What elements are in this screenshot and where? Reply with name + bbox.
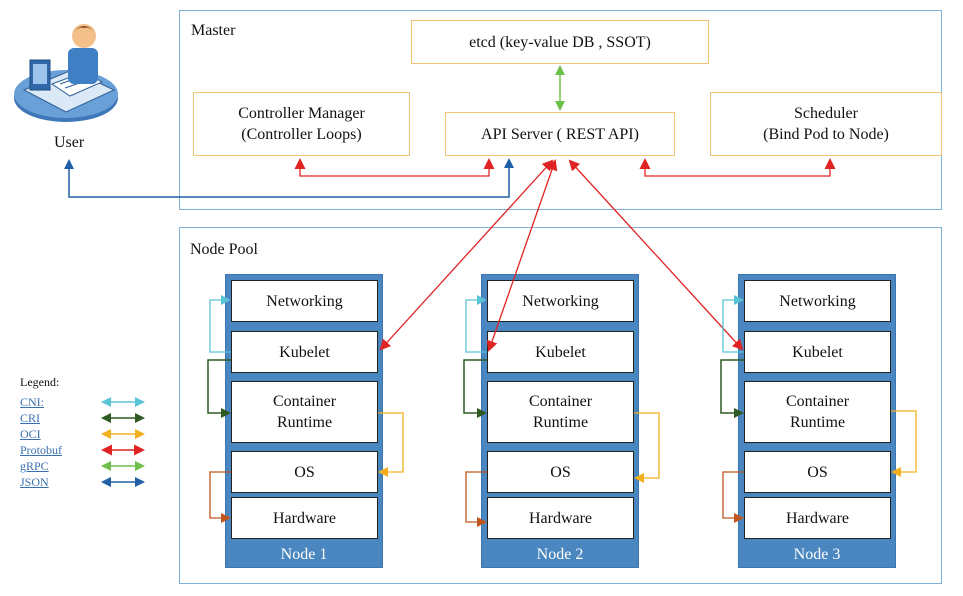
node-1-networking[interactable]: Networking [231, 280, 378, 322]
node-3-hardware[interactable]: Hardware [744, 497, 891, 539]
legend-cni-label: CNI: [20, 395, 44, 409]
scheduler-sublabel: (Bind Pod to Node) [763, 126, 889, 143]
node-1-hardware-arrow [209, 471, 231, 523]
node-1-cni-arrow [209, 295, 231, 353]
node-1-kubelet[interactable]: Kubelet [231, 331, 378, 373]
node-pool-title: Node Pool [190, 241, 258, 258]
node-1-container-runtime[interactable]: Container Runtime [231, 381, 378, 443]
scheduler-api-arrow [639, 158, 836, 177]
controller-manager-label: Controller Manager [238, 105, 365, 122]
controller-manager-box[interactable]: Controller Manager (Controller Loops) [193, 92, 410, 156]
node-3-kubelet[interactable]: Kubelet [744, 331, 891, 373]
node-2-label: Node 2 [536, 546, 584, 563]
legend-title: Legend: [20, 375, 60, 389]
node-3-cni-arrow [722, 295, 744, 353]
node-3-hardware-arrow [722, 471, 744, 523]
node-2-os[interactable]: OS [487, 451, 634, 493]
etcd-label: etcd (key-value DB , SSOT) [469, 33, 651, 51]
api-server-label: API Server ( REST API) [481, 125, 639, 143]
controller-manager-sublabel: (Controller Loops) [241, 126, 362, 143]
node-1-cri-arrow [207, 359, 231, 418]
node-1-label: Node 1 [280, 546, 328, 563]
node-3-cri-arrow [720, 359, 744, 418]
node-1-oci-arrow [378, 412, 404, 477]
user-api-arrow [64, 158, 514, 198]
node-2-oci-arrow [634, 412, 660, 483]
api-server-box[interactable]: API Server ( REST API) [445, 112, 675, 156]
legend-json-label: JSON [20, 475, 49, 489]
node-2-hardware-arrow [465, 471, 487, 527]
legend-protobuf-label: Protobuf [20, 443, 62, 457]
node-2-cni-arrow [465, 295, 487, 353]
node-2-hardware[interactable]: Hardware [487, 497, 634, 539]
user-icon[interactable] [10, 8, 128, 132]
api-kubelet-2-arrow [486, 159, 558, 352]
node-3-networking[interactable]: Networking [744, 280, 891, 322]
api-kubelet-3-arrow [568, 159, 744, 351]
controller-api-arrow [294, 158, 495, 177]
node-1-os[interactable]: OS [231, 451, 378, 493]
node-2-cri-arrow [463, 359, 487, 418]
node-1-hardware[interactable]: Hardware [231, 497, 378, 539]
master-title: Master [191, 22, 236, 39]
node-3-os[interactable]: OS [744, 451, 891, 493]
node-3-oci-arrow [891, 410, 917, 477]
legend-grpc-label: gRPC [20, 459, 49, 473]
node-3-container-runtime[interactable]: Container Runtime [744, 381, 891, 443]
scheduler-label: Scheduler [794, 105, 858, 122]
node-3-label: Node 3 [793, 546, 841, 563]
scheduler-box[interactable]: Scheduler (Bind Pod to Node) [710, 92, 942, 156]
legend-cri-label: CRI [20, 411, 41, 425]
user-label: User [54, 134, 85, 151]
legend-oci-label: OCI [20, 427, 41, 441]
node-2-container-runtime[interactable]: Container Runtime [487, 381, 634, 443]
etcd-box[interactable]: etcd (key-value DB , SSOT) [411, 20, 709, 64]
